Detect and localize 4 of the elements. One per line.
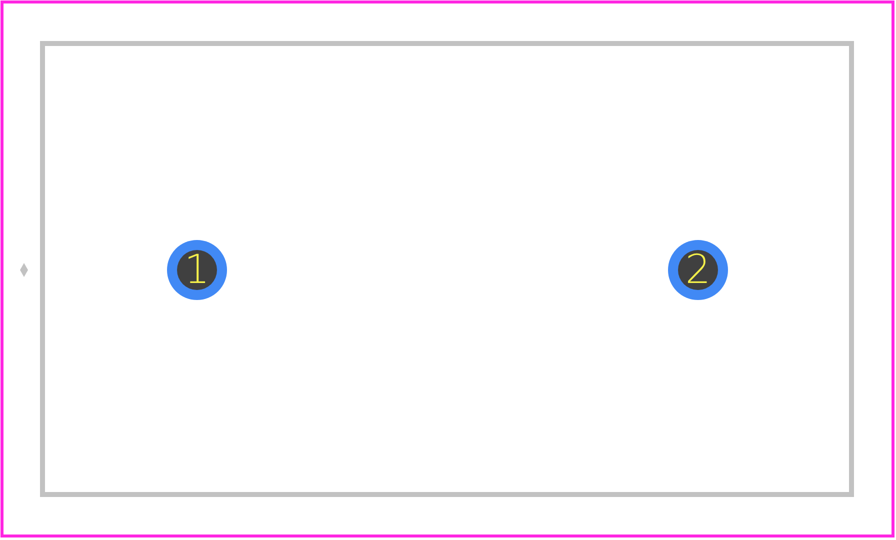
pad-number: 1 xyxy=(183,246,211,295)
pad xyxy=(668,240,728,300)
pad xyxy=(167,240,227,300)
pad-number: 2 xyxy=(684,246,712,295)
